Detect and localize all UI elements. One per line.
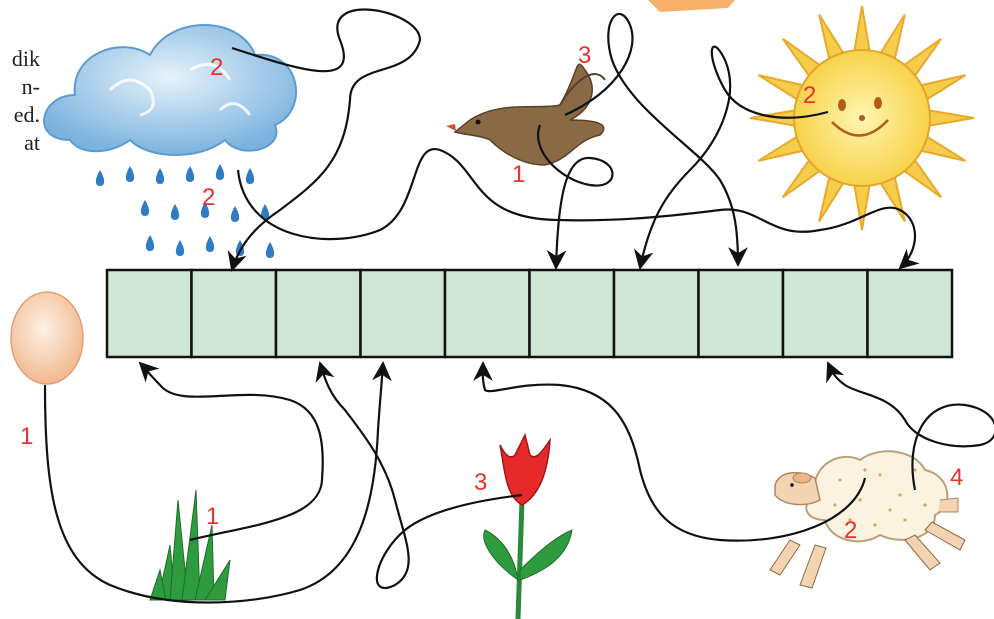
raindrop [96, 170, 104, 186]
raindrop [216, 164, 224, 180]
grid-cell [361, 270, 446, 357]
raindrop [231, 206, 239, 222]
grid-cell [445, 270, 530, 357]
wool-dot [878, 473, 881, 476]
raindrop [146, 235, 154, 251]
grid-cell [783, 270, 868, 357]
text-fragment: ed. [0, 102, 40, 128]
raindrop [126, 166, 134, 182]
line-sun [640, 47, 828, 268]
raindrops [96, 164, 274, 258]
raindrop [141, 200, 149, 216]
wool-dot [858, 498, 861, 501]
grid-cell [107, 270, 192, 357]
raindrop [156, 168, 164, 184]
number-sun: 2 [803, 84, 816, 108]
bird-icon [446, 64, 605, 165]
grid-cell [868, 270, 953, 357]
number-egg: 1 [20, 425, 33, 449]
tulip-icon [484, 435, 572, 619]
raindrop [266, 242, 274, 258]
egg-icon [11, 292, 83, 384]
number-bird-top: 3 [578, 44, 591, 68]
number-grass: 1 [206, 505, 219, 529]
grid-cell [614, 270, 699, 357]
text-fragment: at [0, 130, 40, 156]
wool-dot [863, 468, 866, 471]
raindrop [176, 240, 184, 256]
wool-dot [838, 478, 841, 481]
number-bird-bottom: 1 [512, 163, 525, 187]
wool-dot [873, 523, 876, 526]
raindrop [206, 236, 214, 252]
number-cloud-bottom: 2 [202, 186, 215, 210]
wool-dot [923, 503, 926, 506]
grid-cell [192, 270, 277, 357]
line-egg [45, 363, 383, 603]
sun-ray [928, 110, 974, 126]
wool-dot [833, 503, 836, 506]
answer-grid [107, 270, 952, 357]
wool-dot [913, 468, 916, 471]
sun-ray [854, 184, 870, 230]
sheep-icon [770, 451, 965, 588]
line-grass [140, 363, 323, 540]
number-sheep-bottom: 2 [844, 519, 857, 543]
grid-cell [276, 270, 361, 357]
wool-dot [888, 508, 891, 511]
text-fragment: dik [0, 46, 40, 72]
number-sheep-right: 4 [950, 466, 963, 490]
sun-ray [854, 6, 870, 52]
text-fragment: n- [0, 74, 40, 100]
brush-stroke [648, 0, 735, 12]
number-cloud-top: 2 [210, 56, 223, 80]
grid-cell [530, 270, 615, 357]
grid-cell [699, 270, 784, 357]
raindrop [171, 204, 179, 220]
raindrop [186, 166, 194, 182]
raindrop [246, 168, 254, 184]
cloud-icon [44, 25, 296, 155]
wool-dot [903, 518, 906, 521]
number-tulip: 3 [474, 471, 487, 495]
wool-dot [898, 493, 901, 496]
